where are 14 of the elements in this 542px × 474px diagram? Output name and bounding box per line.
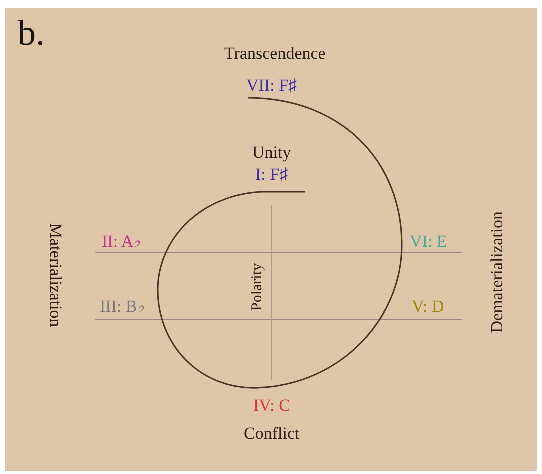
stage-note: VII: F♯ (246, 77, 298, 96)
stage-note: V: D (412, 298, 444, 317)
stage-name: Unity (252, 144, 292, 163)
side-label: Materialization (46, 222, 64, 327)
axis-label: Polarity (250, 263, 266, 310)
stage-note: I: F♯ (256, 166, 288, 185)
stage-note: II: A♭ (102, 233, 142, 252)
stage-note: VI: E (410, 233, 448, 252)
side-label: Dematerialization (488, 210, 508, 333)
stage-name: Transcendence (224, 45, 326, 64)
stage-note: III: B♭ (100, 298, 146, 317)
stage-note: IV: C (254, 397, 290, 416)
panel-label: b. (18, 14, 45, 54)
stage-name: Conflict (244, 425, 300, 444)
